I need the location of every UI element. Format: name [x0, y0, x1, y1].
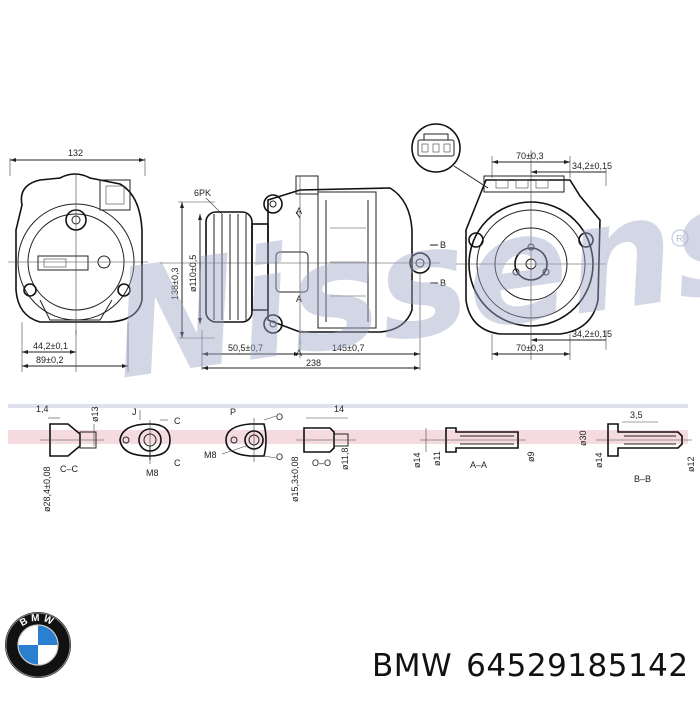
section-mark-b-top: B — [440, 240, 446, 250]
dim-top-width: 132 — [68, 148, 83, 158]
dim-d9: 70±0,3 — [516, 343, 543, 353]
bmw-logo-letters: BMW — [18, 613, 54, 629]
product-caption: BMW 64529185142 — [372, 648, 700, 684]
brand-name: BMW — [372, 648, 453, 684]
j-c-bottom: C — [174, 458, 181, 468]
section-aa: A–A ø14 ø11 ø9 — [412, 427, 536, 470]
connector-callout — [411, 123, 489, 189]
left-end-view: 132 44,2±0,1 89±0,2 — [8, 148, 148, 372]
dim-d6: 70±0,3 — [516, 151, 543, 161]
section-mark-a-top: A — [296, 206, 302, 216]
front-view: 70±0,3 34,2±0,15 34,2±0,15 70±0,3 — [456, 150, 612, 360]
oo-a: ø15,3±0,08 — [290, 457, 300, 502]
svg-text:BMW: BMW — [18, 613, 57, 629]
section-band-top — [8, 404, 688, 408]
dim-d4: 145±0,7 — [332, 343, 364, 353]
oo-b: ø11,8 — [340, 448, 350, 470]
dim-height: 138±0,3 — [170, 268, 180, 300]
dim-pulley: ø110±0,5 — [188, 255, 198, 292]
bb-b: ø14 — [594, 452, 604, 468]
registered-mark: R — [676, 234, 683, 245]
side-view: 6PK 138±0,3 ø110±0,5 — [160, 175, 446, 370]
registered-icon — [671, 229, 689, 247]
j-label: J — [132, 407, 137, 417]
p-thread: M8 — [204, 450, 217, 460]
watermark: Nissens — [102, 150, 700, 413]
section-bb: 3,5 B–B ø30 ø14 ø12 — [578, 410, 696, 484]
p-o-bottom: O — [276, 452, 283, 462]
aa-b: ø11 — [432, 451, 442, 466]
section-oo: 14 O–O ø15,3±0,08 ø11,8 — [290, 404, 356, 502]
bb-a: ø30 — [578, 430, 588, 446]
cc-label: C–C — [60, 464, 79, 474]
aa-label: A–A — [470, 460, 487, 470]
aa-c: ø9 — [526, 451, 536, 462]
oo-label: O–O — [312, 458, 331, 468]
oo-width: 14 — [334, 404, 344, 414]
bb-width: 3,5 — [630, 410, 643, 420]
cc-width: 1,4 — [36, 404, 49, 414]
j-thread: M8 — [146, 468, 159, 478]
p-label: P — [230, 407, 236, 417]
p-o-top: O — [276, 412, 283, 422]
bb-label: B–B — [634, 474, 651, 484]
bb-c: ø12 — [686, 456, 696, 472]
section-cc: 1,4 ø13 C–C ø28,4±0,08 — [36, 404, 104, 512]
cc-dia: ø28,4±0,08 — [42, 467, 52, 512]
dim-d2: 89±0,2 — [36, 355, 63, 365]
section-mark-b-bottom: B — [440, 278, 446, 288]
section-mark-a-bottom: A — [296, 294, 302, 304]
section-j: J C C M8 — [119, 407, 181, 478]
dim-d5: 238 — [306, 358, 321, 368]
dim-d3: 50,5±0,7 — [228, 343, 263, 353]
belt-label: 6PK — [194, 188, 211, 198]
bmw-logo: BMW — [5, 612, 71, 678]
dim-d7: 34,2±0,15 — [572, 161, 612, 171]
j-c-top: C — [174, 416, 181, 426]
dim-d1: 44,2±0,1 — [33, 341, 68, 351]
cc-height: ø13 — [90, 406, 100, 422]
dim-d8: 34,2±0,15 — [572, 329, 612, 339]
section-p: P O O M8 — [204, 407, 283, 462]
aa-a: ø14 — [412, 452, 422, 468]
part-number: 64529185142 — [466, 648, 689, 684]
section-mark-a-dim: A — [296, 348, 302, 358]
